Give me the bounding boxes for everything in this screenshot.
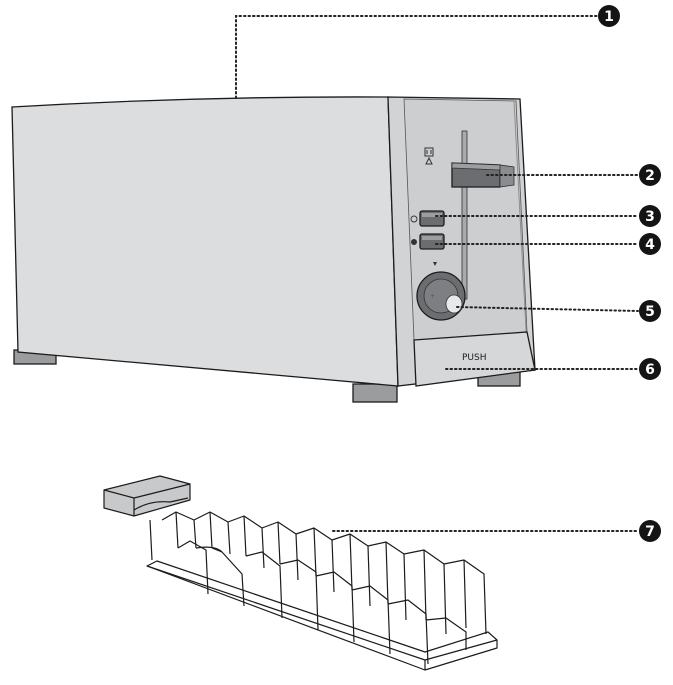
svg-text:-: -	[437, 275, 439, 282]
button-bottom	[411, 233, 445, 250]
callout-marker	[639, 233, 661, 255]
defrost-icon	[424, 147, 434, 165]
callout-number: 6	[645, 362, 655, 378]
svg-text:+: +	[430, 293, 435, 300]
browning-dial: + -	[416, 262, 466, 321]
callout-number: 1	[604, 9, 614, 25]
warming-rack	[103, 475, 498, 671]
foot-right-front	[352, 383, 398, 403]
crumb-tray	[413, 331, 536, 387]
callout-marker	[639, 358, 661, 380]
toaster: PUSH	[11, 96, 536, 403]
callout-number: 4	[645, 237, 655, 253]
callout-marker	[598, 5, 620, 27]
callout-number: 5	[645, 304, 655, 320]
callout-marker	[639, 520, 661, 542]
callout-number: 3	[645, 209, 655, 225]
callout-marker	[639, 205, 661, 227]
callout-number: 7	[645, 524, 655, 540]
push-label: PUSH	[462, 353, 487, 363]
callout-marker	[639, 164, 661, 186]
lever	[451, 162, 515, 188]
callouts: 1 2 3 4 5 6 7	[235, 5, 661, 542]
rack-handle	[103, 475, 191, 517]
rack-wires	[149, 511, 487, 665]
callout-number: 2	[645, 168, 655, 184]
callout-marker	[639, 300, 661, 322]
button-top	[410, 210, 445, 227]
housing-side	[11, 96, 399, 387]
